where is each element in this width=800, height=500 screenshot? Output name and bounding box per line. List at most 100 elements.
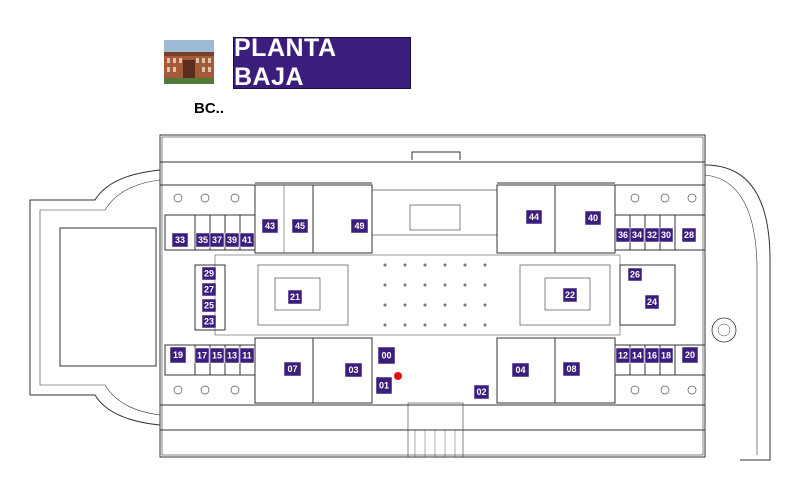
main-staircase-top: [371, 189, 498, 236]
courtyard-box-21: [257, 264, 349, 326]
room-badge: [377, 346, 396, 365]
spiral-staircase: [711, 317, 737, 343]
room-number-label: 23: [204, 317, 214, 327]
room-45[interactable]: 45: [291, 218, 309, 234]
room-25[interactable]: 25: [201, 298, 217, 313]
room-18[interactable]: 18: [658, 347, 674, 364]
room-36[interactable]: 36: [615, 227, 631, 243]
room-23[interactable]: 23: [201, 314, 217, 329]
room-number-label: 25: [204, 301, 214, 311]
room-15[interactable]: 15: [209, 347, 225, 364]
right-wing: [704, 164, 771, 461]
room-badge: [261, 218, 279, 234]
room-badge: [171, 232, 189, 248]
room-number-label: 35: [198, 235, 208, 245]
room-badge: [629, 347, 645, 364]
room-badge: [375, 376, 393, 395]
main-entrance-stairs: [407, 402, 464, 458]
room-41[interactable]: 41: [239, 232, 255, 248]
room-number-label: 24: [647, 297, 657, 307]
room-badge: [615, 227, 631, 243]
room-badge: [644, 294, 660, 310]
room-badge: [511, 362, 530, 378]
room-04[interactable]: 04: [511, 362, 530, 378]
room-number-label: 17: [197, 351, 207, 361]
inner-courtyard: [214, 254, 621, 336]
room-27[interactable]: 27: [201, 282, 217, 297]
room-badge: [239, 347, 255, 364]
room-08[interactable]: 08: [562, 361, 581, 377]
room-badge: [201, 282, 217, 297]
room-badge: [562, 361, 581, 377]
room-29[interactable]: 29: [201, 266, 217, 281]
room-37[interactable]: 37: [209, 232, 225, 248]
room-16[interactable]: 16: [644, 347, 660, 364]
room-28[interactable]: 28: [681, 227, 697, 243]
room-badge: [239, 232, 255, 248]
room-badges: 00 01 02 03 04 07 08 11 12 13 14 15 16 17 18 19 20 21 22 23…: [169, 209, 699, 400]
room-badge: [584, 210, 602, 226]
room-32[interactable]: 32: [644, 227, 660, 243]
courtyard-box-22: [519, 264, 611, 326]
building-photo-icon: [164, 40, 214, 84]
room-43[interactable]: 43: [261, 218, 279, 234]
room-30[interactable]: 30: [658, 227, 674, 243]
room-badge: [344, 362, 363, 378]
room-number-label: 26: [630, 270, 640, 280]
room-number-label: 19: [173, 350, 183, 360]
building-outline: [159, 134, 706, 458]
room-35[interactable]: 35: [195, 232, 211, 248]
room-badge: [201, 314, 217, 329]
room-number-label: 39: [227, 235, 237, 245]
room-07[interactable]: 07: [283, 361, 302, 377]
room-17[interactable]: 17: [194, 347, 210, 364]
room-11[interactable]: 11: [239, 347, 255, 364]
room-22[interactable]: 22: [562, 287, 578, 303]
room-21[interactable]: 21: [287, 289, 303, 305]
room-12[interactable]: 12: [615, 347, 631, 364]
room-20[interactable]: 20: [681, 346, 699, 364]
room-number-label: 14: [632, 351, 642, 361]
room-badge: [681, 227, 697, 243]
room-number-label: 37: [212, 235, 222, 245]
room-34[interactable]: 34: [629, 227, 645, 243]
room-01[interactable]: 01: [375, 376, 393, 395]
room-number-label: 15: [212, 351, 222, 361]
room-40[interactable]: 40: [584, 210, 602, 226]
room-44[interactable]: 44: [525, 209, 543, 225]
location-marker: [394, 372, 402, 380]
room-19[interactable]: 19: [169, 346, 187, 364]
room-14[interactable]: 14: [629, 347, 645, 364]
room-02[interactable]: 02: [473, 384, 490, 400]
room-33[interactable]: 33: [171, 232, 189, 248]
atrium-dots: [383, 263, 487, 327]
room-number-label: 01: [379, 381, 389, 391]
room-00[interactable]: 00: [377, 346, 396, 365]
room-number-label: 11: [242, 351, 252, 361]
room-badge: [658, 347, 674, 364]
room-badge: [224, 232, 240, 248]
room-badge: [681, 346, 699, 364]
room-24[interactable]: 24: [644, 294, 660, 310]
room-badge: [201, 266, 217, 281]
room-number-label: 41: [242, 235, 252, 245]
room-13[interactable]: 13: [224, 347, 240, 364]
room-number-label: 20: [685, 350, 695, 360]
room-badge: [350, 218, 369, 234]
room-number-label: 36: [618, 230, 628, 240]
room-number-label: 34: [632, 230, 642, 240]
floor-title: PLANTA BAJA: [234, 34, 336, 91]
room-number-label: 33: [175, 235, 185, 245]
room-number-label: 40: [588, 213, 598, 223]
room-39[interactable]: 39: [224, 232, 240, 248]
room-badge: [201, 298, 217, 313]
room-26[interactable]: 26: [627, 267, 643, 282]
room-number-label: 22: [565, 290, 575, 300]
room-49[interactable]: 49: [350, 218, 369, 234]
room-number-label: 30: [661, 230, 671, 240]
room-03[interactable]: 03: [344, 362, 363, 378]
room-badge: [562, 287, 578, 303]
room-number-label: 04: [515, 365, 525, 375]
room-badge: [209, 232, 225, 248]
room-number-label: 44: [529, 212, 539, 222]
